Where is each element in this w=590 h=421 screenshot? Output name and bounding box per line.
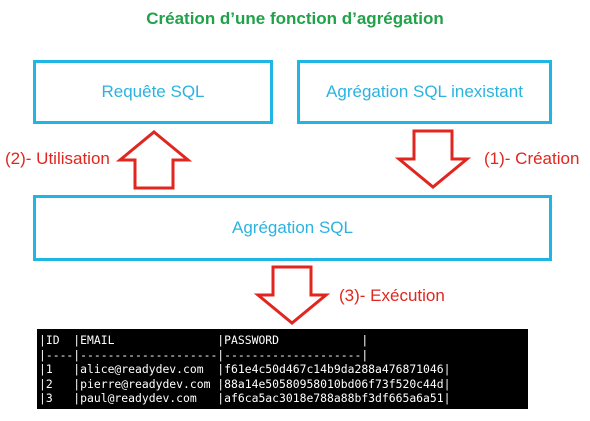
diagram-title: Création d’une fonction d’agrégation (146, 9, 444, 28)
agregation-sql-box: Agrégation SQL (33, 195, 552, 261)
down-arrow-icon (253, 265, 331, 325)
agregation-inexistant-label: Agrégation SQL inexistant (326, 82, 523, 101)
result-table: |ID |EMAIL |PASSWORD | |----|-----------… (37, 329, 528, 409)
agregation-inexistant-box: Agrégation SQL inexistant (297, 60, 552, 124)
agregation-sql-label: Agrégation SQL (232, 218, 353, 237)
execution-label: (3)- Exécution (339, 286, 445, 305)
result-table-row: |2 |pierre@readydev.com |88a14e505809580… (39, 376, 451, 391)
result-table-divider: |----|--------------------|-------------… (39, 347, 369, 362)
utilisation-label: (2)- Utilisation (5, 149, 110, 168)
requete-sql-box: Requête SQL (33, 60, 273, 124)
result-table-row: |1 |alice@readydev.com |f61e4c50d467c14b… (39, 362, 451, 377)
result-table-row: |3 |paul@readydev.com |af6ca5ac3018e788a… (39, 391, 451, 406)
requete-sql-label: Requête SQL (101, 82, 205, 101)
down-arrow-icon (394, 129, 472, 189)
up-arrow-icon (115, 130, 193, 190)
result-table-header: |ID |EMAIL |PASSWORD | (39, 333, 369, 347)
creation-label: (1)- Création (484, 149, 580, 168)
